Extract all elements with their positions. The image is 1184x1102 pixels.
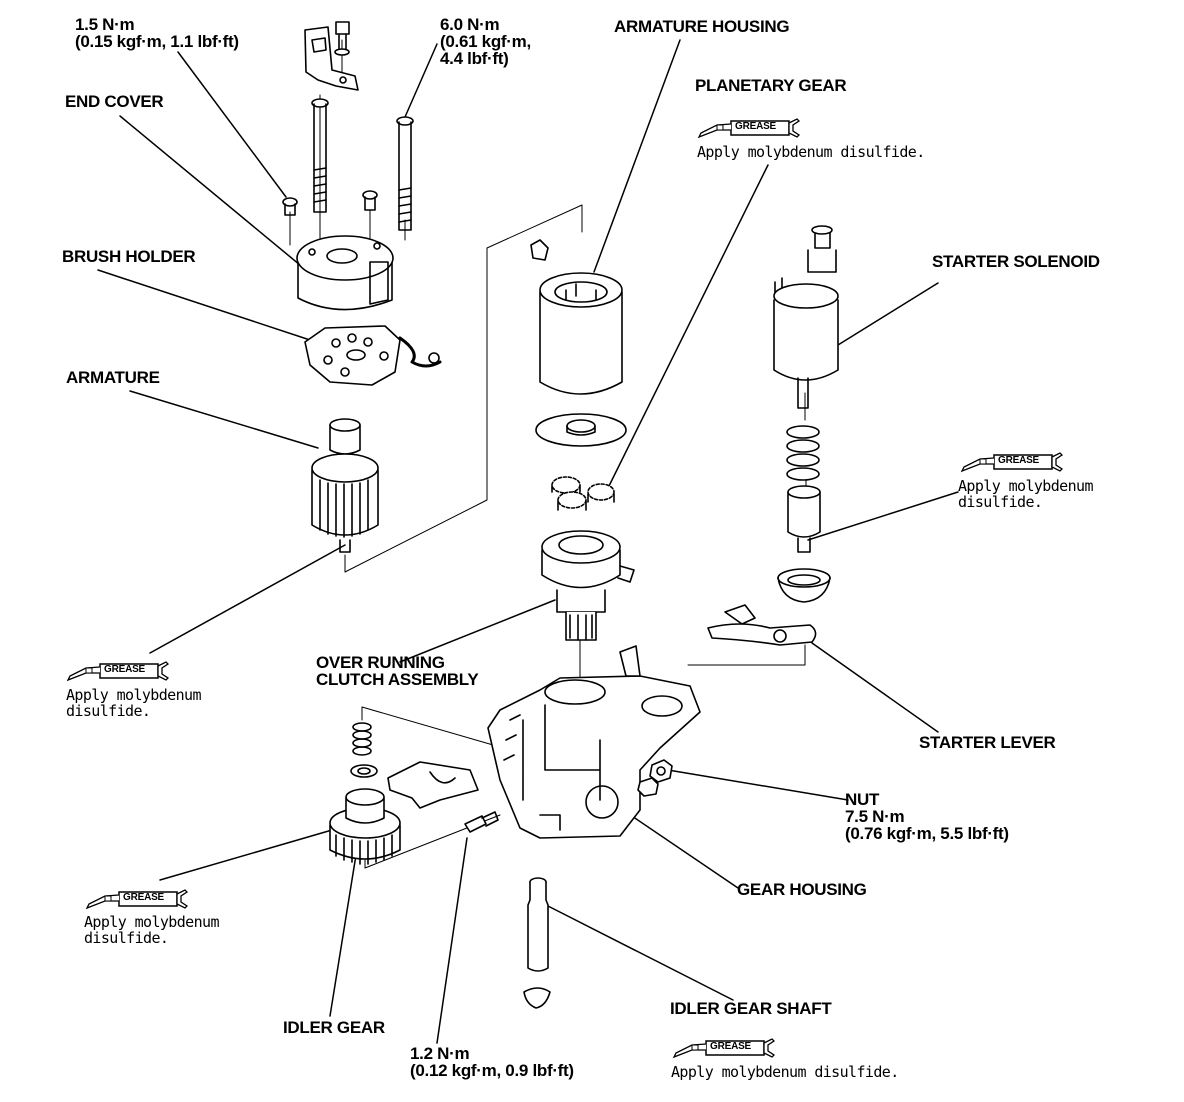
grease-icon: GREASE [672,1037,776,1059]
leader-lines [97,39,959,1044]
label-armature-housing: ARMATURE HOUSING [614,17,790,36]
label-end-cover: END COVER [65,92,164,111]
over-running-clutch-part [541,530,635,641]
note-idler-shaft: Apply molybdenum disulfide. [671,1063,899,1081]
grease-icon: GREASE [697,117,801,139]
idler-gear-part [329,788,401,865]
bolt-bottom [464,811,499,833]
brush-holder-part [304,325,442,386]
washer-part [350,764,378,778]
starter-lever-part [707,604,817,646]
armature-part [311,418,379,553]
label-starter-lever: STARTER LEVER [919,733,1056,752]
note-idler-gear: Apply molybdenum disulfide. [84,913,220,947]
label-nut: NUT 7.5 N·m (0.76 kgf·m, 5.5 lbf·ft) [845,790,1009,843]
label-gear-housing: GEAR HOUSING [737,880,867,899]
armature-housing-part [530,239,623,395]
screw-left [282,197,298,216]
label-over-running-clutch: OVER RUNNING CLUTCH ASSEMBLY [316,653,479,689]
label-planetary-gear: PLANETARY GEAR [695,76,847,95]
bolt-top [334,21,350,56]
end-cover-part [296,235,394,311]
starter-solenoid-part [773,225,839,409]
idler-gear-shaft-part [527,877,549,972]
holder-part [387,761,479,809]
grease-icon: GREASE [85,888,189,910]
label-armature: ARMATURE [66,368,160,387]
gear-housing-part [487,645,701,839]
torque-label-top-right: 6.0 N·m (0.61 kgf·m, 4.4 lbf·ft) [440,15,531,68]
through-bolt-left [311,98,329,213]
assembly-guides [289,39,807,869]
sun-plate [535,413,627,447]
label-starter-solenoid: STARTER SOLENOID [932,252,1100,271]
note-planetary-gear: Apply molybdenum disulfide. [697,143,925,161]
ball-part [523,987,551,1009]
torque-label-bottom: 1.2 N·m (0.12 kgf·m, 0.9 lbf·ft) [410,1044,574,1080]
label-idler-gear-shaft: IDLER GEAR SHAFT [670,999,832,1018]
planetary-gear-part [551,476,615,511]
grease-icon: GREASE [960,451,1064,473]
label-brush-holder: BRUSH HOLDER [62,247,196,266]
grease-icon: GREASE [66,660,170,682]
boot-part [777,568,831,603]
nut-part [637,759,673,797]
note-armature: Apply molybdenum disulfide. [66,686,202,720]
through-bolt-right [396,116,414,231]
note-solenoid: Apply molybdenum disulfide. [958,477,1094,511]
plunger-part [787,485,821,553]
label-idler-gear: IDLER GEAR [283,1018,385,1037]
idler-spring-part [352,722,372,756]
terminal-bracket [304,26,359,91]
torque-label-top-left: 1.5 N·m (0.15 kgf·m, 1.1 lbf·ft) [75,15,239,51]
spring-part [786,425,820,481]
screw-right [362,190,378,211]
